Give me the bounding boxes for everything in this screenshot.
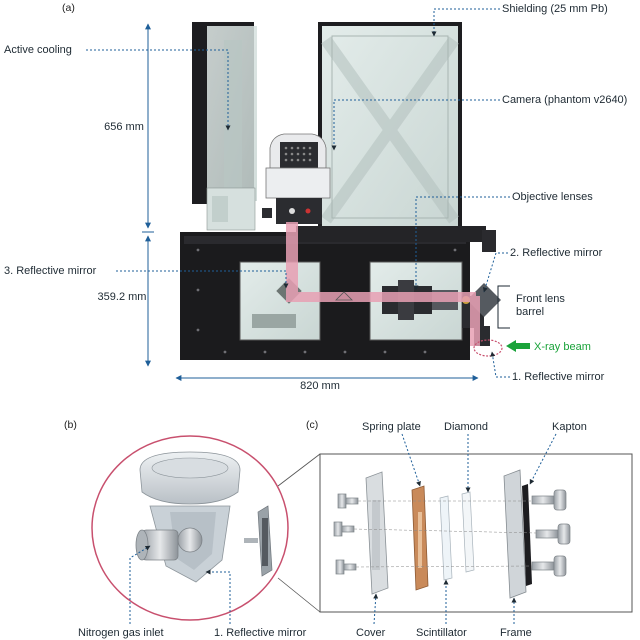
- diamond-part: [461, 491, 475, 573]
- label-objective-lenses: Objective lenses: [512, 191, 593, 203]
- dim-upper-height: 656 mm: [104, 121, 144, 133]
- zoom-circle-detail: [91, 435, 289, 621]
- label-front-lens-line2: barrel: [516, 306, 544, 318]
- label-diamond: Diamond: [444, 421, 488, 433]
- exploded-assembly: [333, 469, 571, 599]
- mirror-holder-part: [244, 505, 273, 577]
- optical-beam-path: [286, 222, 480, 346]
- frame-part: [503, 469, 527, 599]
- label-spring-plate: Spring plate: [362, 421, 421, 433]
- label-active-cooling: Active cooling: [4, 44, 72, 56]
- dimension-lines: [142, 23, 479, 381]
- label-kapton: Kapton: [552, 421, 587, 433]
- label-reflective-mirror-3: 3. Reflective mirror: [4, 265, 97, 277]
- panel-label-c: (c): [306, 419, 318, 431]
- panel-label-a: (a): [62, 2, 75, 14]
- dim-width: 820 mm: [300, 380, 340, 392]
- label-reflective-mirror-2: 2. Reflective mirror: [510, 247, 603, 259]
- label-front-lens-line1: Front lens: [516, 293, 565, 305]
- label-nitrogen-inlet: Nitrogen gas inlet: [78, 627, 164, 639]
- label-reflective-mirror-1b: 1. Reflective mirror: [214, 627, 307, 639]
- zoom-connector-bottom: [277, 577, 321, 613]
- kapton-part: [522, 484, 532, 586]
- apparatus-assembly: [180, 22, 503, 360]
- dim-lower-height: 359.2 mm: [98, 291, 147, 303]
- label-xray-beam: X-ray beam: [534, 341, 591, 353]
- zoom-connector-top: [277, 453, 321, 487]
- label-shielding: Shielding (25 mm Pb): [502, 3, 608, 15]
- camera-body: [262, 133, 331, 224]
- label-reflective-mirror-1: 1. Reflective mirror: [512, 371, 605, 383]
- label-scintillator: Scintillator: [416, 627, 467, 639]
- label-camera: Camera (phantom v2640): [502, 94, 627, 106]
- xray-spot-marker: [473, 339, 503, 357]
- label-frame: Frame: [500, 627, 532, 639]
- xray-beam-arrow: [506, 340, 530, 352]
- scintillator-part: [439, 495, 453, 581]
- label-cover: Cover: [356, 627, 386, 639]
- panel-label-b: (b): [64, 419, 77, 431]
- nitrogen-inlet-part: [135, 527, 203, 561]
